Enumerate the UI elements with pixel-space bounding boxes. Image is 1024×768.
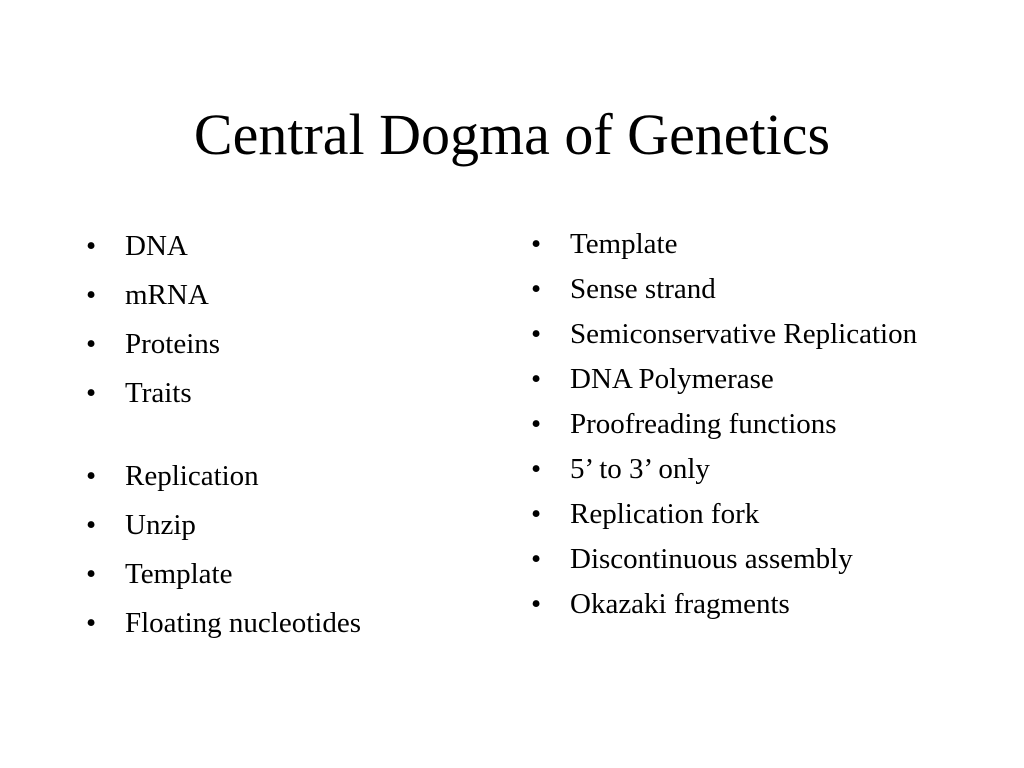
bullet-icon: •	[531, 498, 542, 530]
list-item-text: Template	[570, 228, 678, 260]
bullet-icon: •	[531, 543, 542, 575]
list-item: • mRNA	[86, 278, 486, 312]
list-item: • Template	[531, 226, 951, 263]
list-item-text: 5’ to 3’ only	[570, 453, 710, 485]
list-item-text: DNA	[125, 230, 188, 262]
list-item: • Replication	[86, 459, 486, 493]
slide-title: Central Dogma of Genetics	[193, 102, 831, 167]
list-item-text: Unzip	[125, 509, 196, 541]
bullet-icon: •	[86, 230, 97, 262]
list-item: • Proteins	[86, 327, 486, 361]
list-item: • Replication fork	[531, 496, 951, 533]
bullet-icon: •	[86, 509, 97, 541]
bullet-icon: •	[531, 273, 542, 305]
list-item-text: Proteins	[125, 328, 221, 360]
list-item-text: Floating nucleotides	[125, 607, 361, 639]
list-item-text: Replication	[125, 460, 259, 492]
list-item: • Unzip	[86, 508, 486, 542]
list-item-text: Replication fork	[570, 498, 760, 530]
bullet-icon: •	[531, 408, 542, 440]
list-item: • Floating nucleotides	[86, 606, 486, 640]
list-item: • 5’ to 3’ only	[531, 451, 951, 488]
bullet-icon: •	[531, 363, 542, 395]
list-item: • Template	[86, 557, 486, 591]
right-bullet-list: • Template • Sense strand • Semiconservativ…	[531, 226, 951, 631]
list-item-text: mRNA	[125, 279, 209, 311]
list-item: • Okazaki fragments	[531, 586, 951, 623]
list-item: • Sense strand	[531, 271, 951, 308]
list-item: • DNA	[86, 229, 486, 263]
bullet-icon: •	[86, 279, 97, 311]
left-bullet-list: • DNA • mRNA • Proteins • Traits • Replicatio…	[86, 229, 486, 655]
bullet-icon: •	[86, 607, 97, 639]
bullet-icon: •	[531, 588, 542, 620]
list-item-text: Okazaki fragments	[570, 588, 790, 620]
bullet-icon: •	[86, 558, 97, 590]
bullet-icon: •	[531, 228, 542, 260]
list-item-text: Proofreading functions	[570, 408, 837, 440]
list-item: • Proofreading functions	[531, 406, 951, 443]
list-item: • Discontinuous assembly	[531, 541, 951, 578]
list-item-text: Sense strand	[570, 273, 716, 305]
list-item-text: Semiconservative Replication	[570, 318, 918, 350]
list-item-text: DNA Polymerase	[570, 363, 774, 395]
list-item: • DNA Polymerase	[531, 361, 951, 398]
bullet-icon: •	[531, 453, 542, 485]
list-item: • Traits	[86, 376, 486, 410]
bullet-icon: •	[86, 377, 97, 409]
bullet-icon: •	[86, 328, 97, 360]
bullet-icon: •	[531, 318, 542, 350]
list-item-text: Template	[125, 558, 233, 590]
list-item-text: Traits	[125, 377, 192, 409]
list-item: • Semiconservative Replication	[531, 316, 951, 353]
bullet-icon: •	[86, 460, 97, 492]
list-item-text: Discontinuous assembly	[570, 543, 853, 575]
